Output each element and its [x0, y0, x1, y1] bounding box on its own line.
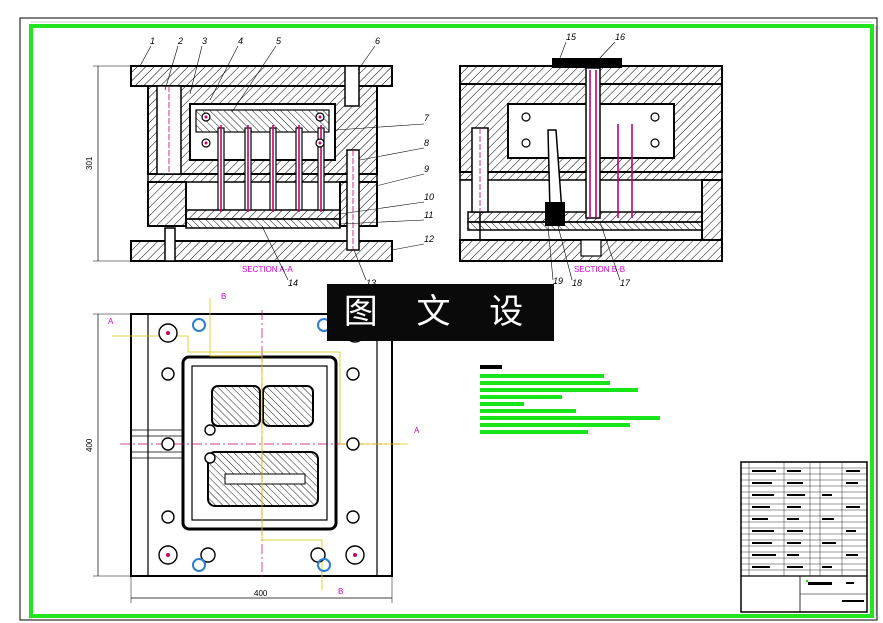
balloon-2: 2: [177, 36, 183, 46]
balloon-13: 13: [366, 278, 376, 288]
plan-marker-a-right: A: [414, 426, 420, 435]
plan-view: A B A B 400 400: [85, 292, 420, 603]
plan-marker-b-top: B: [221, 292, 226, 301]
section-a-label: SECTION A-A: [242, 265, 293, 274]
section-a-view: 301 SECTION A-A: [85, 65, 393, 274]
section-b-label: SECTION B-B: [574, 265, 625, 274]
part-balloons: 1 2 3 4 5 6 7 8 9 10 11 12 13 14 15 16 1…: [139, 32, 631, 288]
technical-notes: [480, 365, 660, 434]
balloon-1: 1: [150, 36, 155, 46]
title-block: [740, 461, 868, 613]
balloon-18: 18: [572, 278, 582, 288]
balloon-5: 5: [276, 36, 282, 46]
balloon-14: 14: [288, 278, 298, 288]
watermark-banner: 图 文 设 计: [327, 284, 554, 389]
balloon-6: 6: [375, 36, 380, 46]
balloon-11: 11: [424, 210, 433, 220]
balloon-8: 8: [424, 138, 429, 148]
balloon-16: 16: [615, 32, 625, 42]
balloon-12: 12: [424, 234, 434, 244]
sheet-frame: [19, 17, 878, 621]
balloon-10: 10: [424, 192, 434, 202]
section-b-view: SECTION B-B: [459, 58, 723, 274]
width-dimension: 400: [254, 589, 268, 598]
balloon-9: 9: [424, 164, 429, 174]
balloon-7: 7: [424, 113, 430, 123]
balloon-17: 17: [620, 278, 631, 288]
balloon-4: 4: [238, 36, 243, 46]
balloon-3: 3: [202, 36, 207, 46]
balloon-15: 15: [566, 32, 577, 42]
height-dimension: 301: [85, 156, 94, 170]
plan-marker-a-top-left: A: [108, 317, 114, 326]
balloon-19: 19: [553, 276, 563, 286]
plan-marker-b-bottom: B: [338, 587, 343, 596]
depth-dimension: 400: [85, 438, 94, 452]
